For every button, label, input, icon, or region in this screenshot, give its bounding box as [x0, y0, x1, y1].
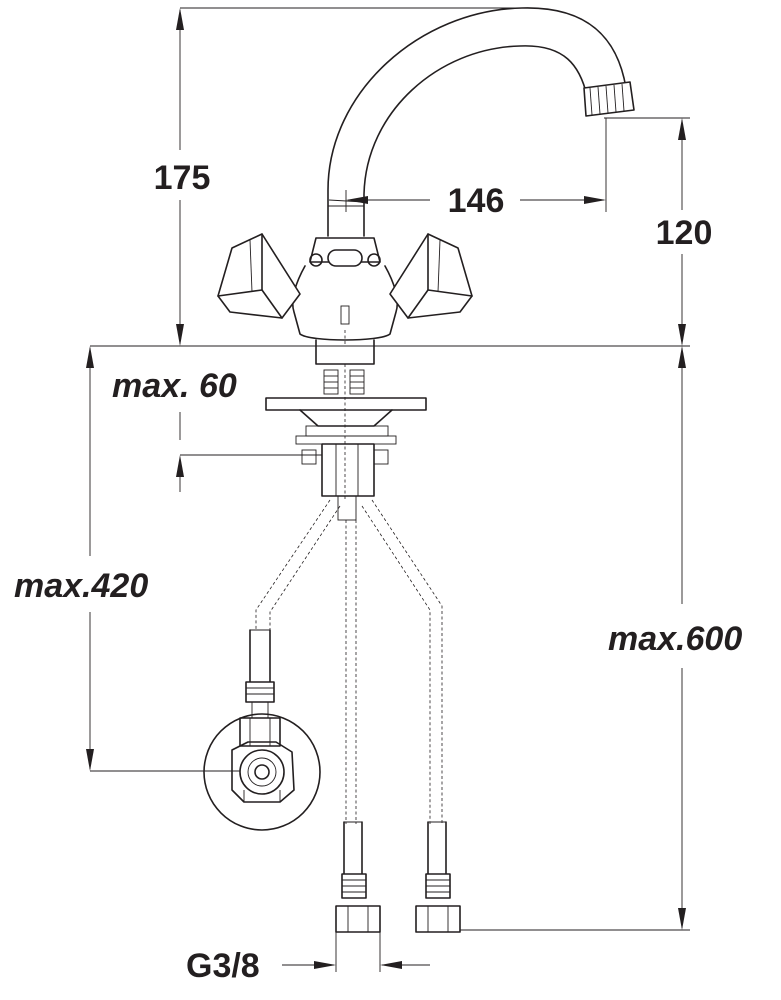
- label-g3-8: G3/8: [186, 947, 260, 985]
- dimension-175: [176, 8, 184, 346]
- right-handle: [389, 233, 473, 319]
- left-handle: [217, 233, 301, 319]
- left-hose: [239, 499, 341, 747]
- label-max-420: max.420: [14, 567, 148, 605]
- wall-valve: [203, 713, 321, 831]
- mixer-body: [291, 237, 399, 365]
- dimension-max-600: [678, 346, 686, 930]
- label-146: 146: [448, 182, 505, 220]
- dimension-max-420: [86, 346, 94, 771]
- dimension-g3-8: [282, 961, 430, 969]
- cold-hose: [361, 499, 461, 933]
- label-120: 120: [656, 214, 713, 252]
- dimension-120: [678, 118, 686, 346]
- hot-hose: [335, 520, 381, 933]
- spout: [327, 7, 627, 237]
- dimension-max-60: [176, 412, 184, 492]
- label-175: 175: [154, 159, 211, 197]
- label-max-600: max.600: [608, 620, 742, 658]
- extension-lines: [90, 7, 690, 972]
- label-max-60: max. 60: [112, 367, 237, 405]
- mounting-hardware: [265, 364, 427, 521]
- aerator: [583, 81, 635, 117]
